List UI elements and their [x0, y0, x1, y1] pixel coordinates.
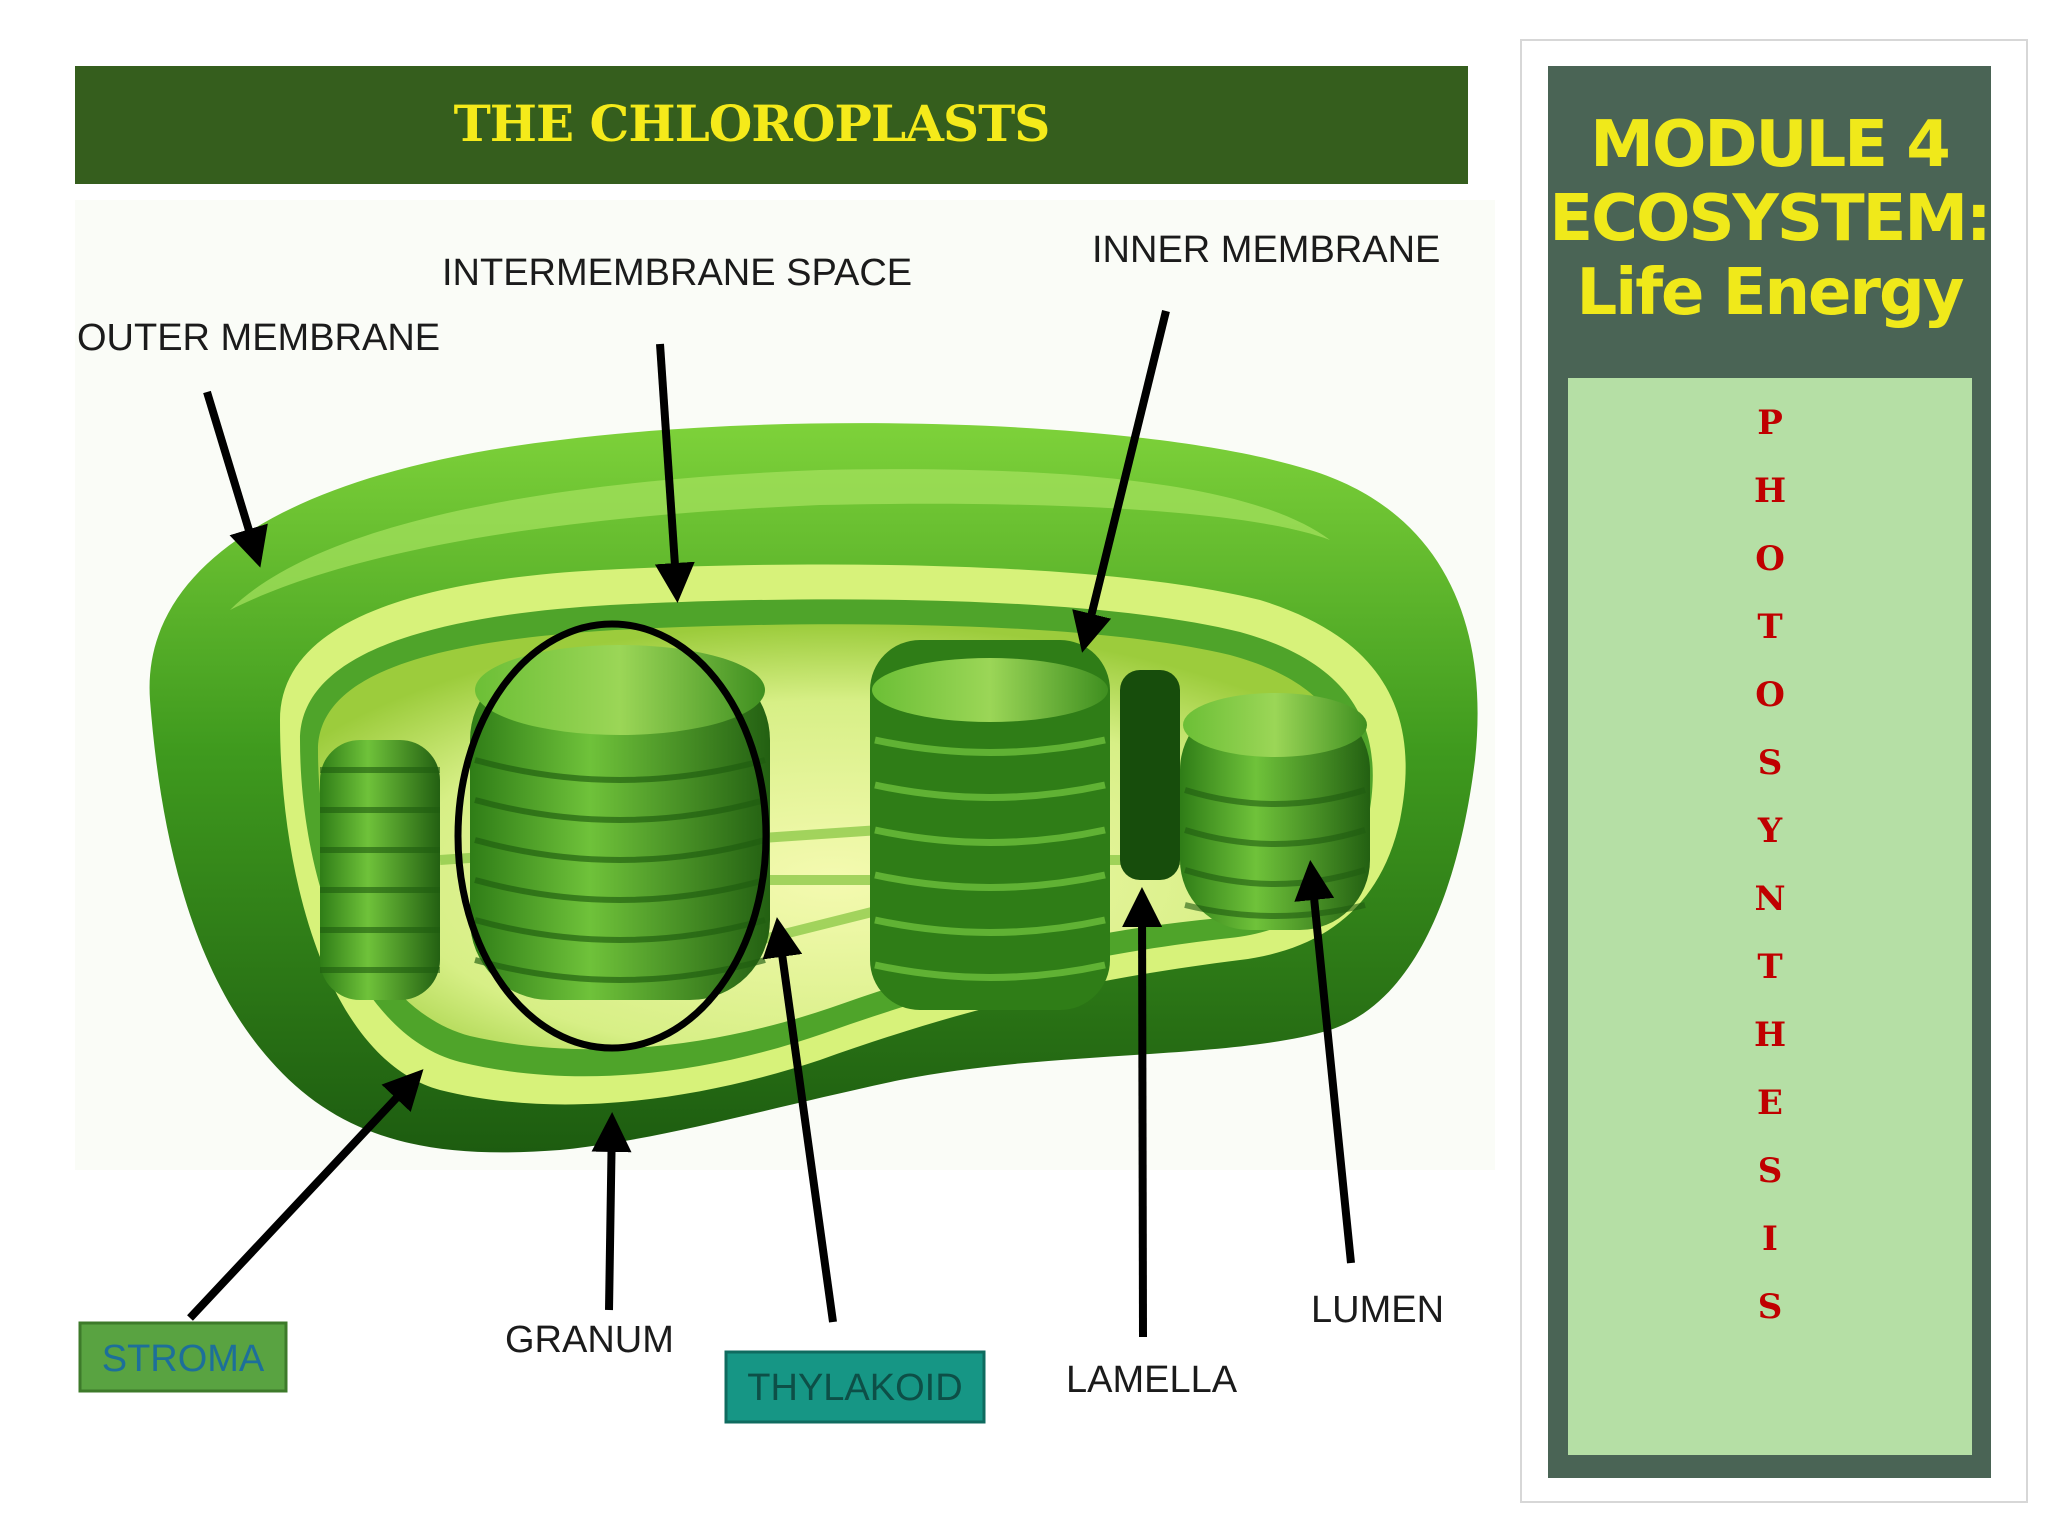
- thylakoid-label-box: [724, 1350, 986, 1424]
- intermembrane-space-arrow: [654, 343, 695, 603]
- outer-membrane-highlight: [230, 469, 1330, 610]
- module-title-line3: Life Energy: [1576, 256, 1964, 330]
- vertical-letter: T: [1757, 607, 1783, 647]
- stroma-label-box: [78, 1321, 288, 1393]
- thylakoid-arrow: [762, 917, 837, 1323]
- vertical-letter: S: [1757, 1287, 1783, 1327]
- lumen-arrow: [1294, 860, 1355, 1264]
- thylakoid-stack-dark: [1120, 670, 1180, 880]
- module-title-line1: MODULE 4: [1590, 108, 1951, 182]
- thylakoid-stack-right: [1180, 693, 1370, 930]
- inner-membrane-arrow: [1072, 310, 1170, 653]
- vertical-letter: O: [1755, 675, 1785, 715]
- stroma-arrow: [187, 1069, 424, 1321]
- title-bar: THE CHLOROPLASTS: [75, 66, 1468, 184]
- vertical-letter: I: [1762, 1219, 1778, 1259]
- lamella-arrow: [1122, 887, 1163, 1338]
- vertical-letter: P: [1757, 403, 1783, 443]
- slide-title: THE CHLOROPLASTS: [453, 93, 1051, 153]
- thylakoid-stack-middle: [870, 640, 1110, 1010]
- vertical-letter: N: [1754, 879, 1786, 919]
- photosynthesis-panel: [1568, 378, 1972, 1455]
- label-granum: GRANUM: [505, 1319, 674, 1361]
- label-thylakoid: THYLAKOID: [747, 1367, 962, 1409]
- vertical-letter: S: [1757, 1151, 1783, 1191]
- vertical-letter: H: [1753, 471, 1787, 511]
- vertical-letter: S: [1757, 743, 1783, 783]
- granum-highlight-circle: [454, 620, 770, 1052]
- granum-stack: [470, 645, 770, 1000]
- label-inner-membrane: INNER MEMBRANE: [1092, 229, 1440, 271]
- label-intermembrane-space: INTERMEMBRANE SPACE: [442, 252, 912, 294]
- thylakoid-stack-left: [320, 740, 440, 1000]
- label-lamella: LAMELLA: [1066, 1359, 1238, 1401]
- module-title-line2: ECOSYSTEM:: [1549, 182, 1991, 256]
- module-title: MODULE 4 ECOSYSTEM: Life Energy: [1548, 108, 1991, 330]
- vertical-letter: O: [1755, 539, 1785, 579]
- vertical-letter: H: [1753, 1015, 1787, 1055]
- photosynthesis-vertical-text: P H O T O S Y N T H E S I S: [1568, 395, 1972, 1347]
- granum-arrow: [591, 1112, 632, 1311]
- label-stroma: STROMA: [102, 1338, 265, 1380]
- outer-membrane-arrow: [203, 390, 268, 568]
- label-lumen: LUMEN: [1311, 1289, 1444, 1331]
- vertical-letter: E: [1757, 1083, 1783, 1123]
- vertical-letter: T: [1757, 947, 1783, 987]
- label-outer-membrane: OUTER MEMBRANE: [77, 317, 440, 359]
- vertical-letter: Y: [1757, 811, 1783, 851]
